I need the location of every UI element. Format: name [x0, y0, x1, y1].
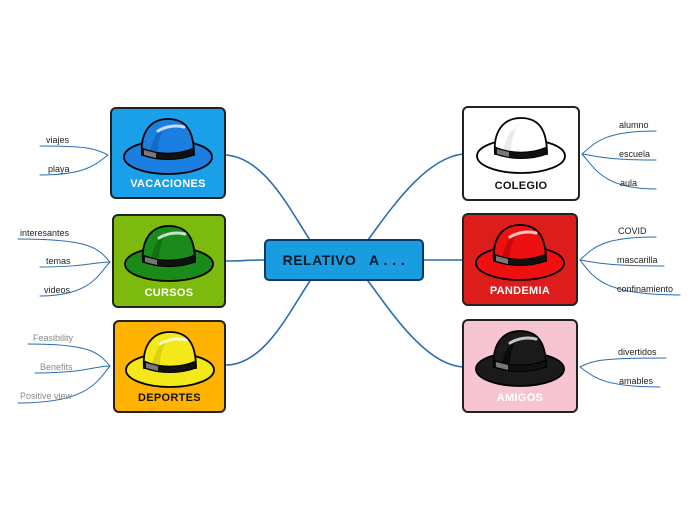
- hat-icon: [123, 216, 215, 289]
- topic-label: CURSOS: [144, 287, 194, 299]
- hat-icon: [124, 322, 216, 395]
- leaf-link-feasibility: [27, 343, 111, 367]
- leaf-alumno[interactable]: alumno: [619, 120, 649, 130]
- leaf-escuela[interactable]: escuela: [619, 149, 651, 159]
- topic-cursos[interactable]: CURSOS: [112, 214, 226, 308]
- leaf-amables[interactable]: amables: [619, 376, 654, 386]
- hat-icon: [474, 215, 566, 288]
- leaf-link-escuela: [581, 153, 657, 161]
- topic-label: COLEGIO: [494, 180, 548, 192]
- leaf-positive-view[interactable]: Positive view: [20, 391, 73, 401]
- topic-deportes[interactable]: DEPORTES: [113, 320, 226, 413]
- link-amigos: [367, 280, 464, 368]
- topic-label: PANDEMIA: [489, 285, 551, 297]
- link-vacaciones: [225, 154, 311, 241]
- leaf-link-alumno: [581, 130, 657, 155]
- leaf-divertidos[interactable]: divertidos: [618, 347, 657, 357]
- leaf-playa[interactable]: playa: [48, 164, 70, 174]
- leaf-link-divertidos: [579, 357, 667, 368]
- leaf-temas[interactable]: temas: [46, 256, 71, 266]
- topic-label: VACACIONES: [130, 178, 206, 190]
- leaf-link-playa: [39, 154, 109, 176]
- leaf-link-viajes: [39, 145, 109, 156]
- topic-amigos[interactable]: AMIGOS: [462, 319, 578, 413]
- hat-icon: [474, 321, 566, 394]
- leaf-link-interesantes: [17, 238, 111, 263]
- leaf-mascarilla[interactable]: mascarilla: [617, 255, 658, 265]
- leaf-link-videos: [39, 261, 111, 297]
- leaf-aula[interactable]: aula: [620, 178, 638, 188]
- leaf-link-mascarilla: [579, 259, 665, 267]
- hat-icon: [122, 109, 214, 182]
- leaf-interesantes[interactable]: interesantes: [20, 228, 70, 238]
- leaf-link-covid: [579, 236, 657, 261]
- leaf-covid[interactable]: COVID: [618, 226, 647, 236]
- leaf-link-aula: [581, 153, 657, 190]
- leaf-link-confinamiento: [579, 259, 681, 296]
- leaf-confinamiento[interactable]: confinamiento: [617, 284, 674, 294]
- link-deportes: [225, 280, 311, 366]
- leaf-videos[interactable]: videos: [44, 285, 71, 295]
- topic-label: AMIGOS: [496, 392, 544, 404]
- leaf-viajes[interactable]: viajes: [46, 135, 70, 145]
- leaf-feasibility[interactable]: Feasibility: [33, 333, 74, 343]
- topic-vacaciones[interactable]: VACACIONES: [110, 107, 226, 199]
- leaf-benefits[interactable]: Benefits: [40, 362, 73, 372]
- topic-pandemia[interactable]: PANDEMIA: [462, 213, 578, 306]
- leaf-link-positive: [17, 365, 111, 404]
- central-topic[interactable]: RELATIVO A . . .: [264, 239, 424, 281]
- topic-label: DEPORTES: [138, 392, 201, 404]
- topic-colegio[interactable]: COLEGIO: [462, 106, 580, 201]
- leaf-link-amables: [579, 366, 661, 388]
- link-colegio: [367, 153, 464, 241]
- link-cursos: [225, 259, 265, 262]
- hat-icon: [475, 108, 567, 181]
- leaf-link-benefits: [34, 365, 111, 374]
- leaf-link-temas: [39, 261, 111, 268]
